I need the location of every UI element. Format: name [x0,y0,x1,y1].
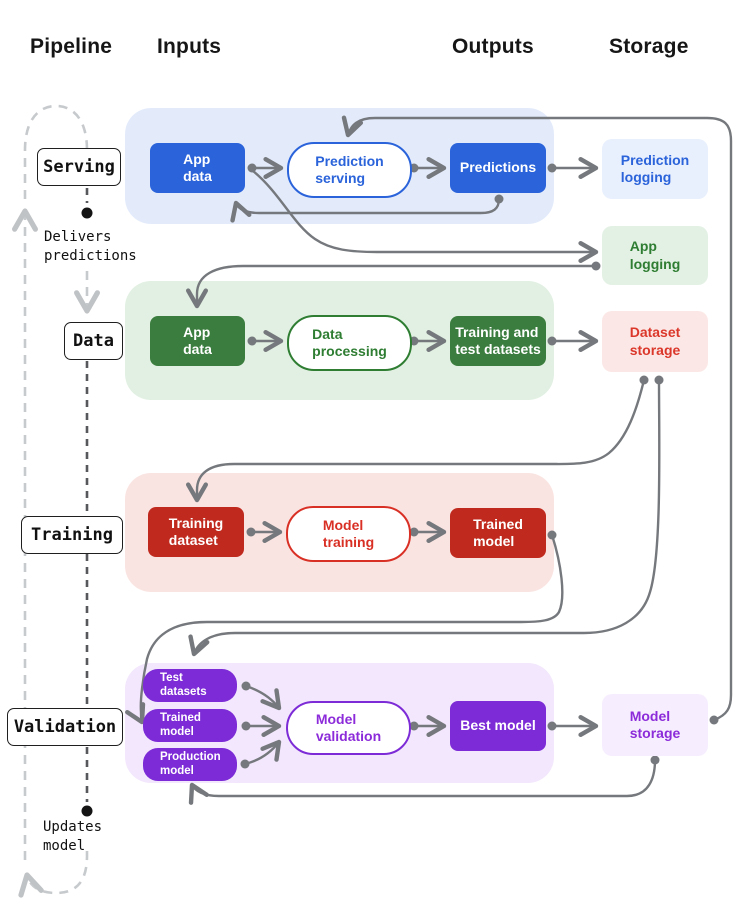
edge-productionmodel-to-modelvalidation [244,739,282,766]
node-prediction-serving: Prediction serving [287,142,412,198]
delivers-predictions-dot [81,207,93,219]
pipeline-loop-top-arc [23,104,89,199]
node-trained-model-validation: Trained model [143,709,237,742]
edge-trainedmodel-to-validation-trainedmodel [125,534,564,725]
stage-label-training: Training [21,516,123,554]
node-predictions: Predictions [450,143,546,193]
node-dataset-storage: Dataset storage [602,311,708,372]
annotation-delivers-predictions: Delivers predictions [44,229,137,264]
column-header-inputs: Inputs [157,35,222,58]
edge-datasetstorage-to-trainingdataset [186,379,646,503]
node-app-data-data-row: App data [150,316,245,366]
node-app-logging: App logging [602,226,708,285]
node-data-processing: Data processing [287,315,412,371]
node-training-test-datasets: Training and test datasets [450,316,546,366]
column-header-pipeline: Pipeline [30,35,113,58]
node-model-validation: Model validation [286,701,411,755]
edge-datasetstorage-to-testdatasets [188,379,661,657]
stage-label-serving: Serving [37,148,121,186]
column-header-outputs: Outputs [452,35,534,58]
node-training-dataset: Training dataset [148,507,244,557]
node-prediction-logging: Prediction logging [602,139,708,199]
node-model-training: Model training [286,506,411,562]
node-best-model: Best model [450,701,546,751]
edge-testdatasets-to-modelvalidation [245,684,282,711]
stage-label-data: Data [64,322,123,360]
node-trained-model: Trained model [450,508,546,558]
pipeline-loop-bottom-arc [18,851,89,898]
edge-appdata-to-applogging [252,170,599,263]
node-production-model-validation: Production model [143,748,237,781]
edge-applogging-to-appdata-datarow [186,264,596,309]
edge-predictions-to-appdata [230,198,501,223]
column-header-storage: Storage [609,35,689,58]
annotation-updates-model: Updates model [43,819,103,854]
node-test-datasets-validation: Test datasets [143,669,237,702]
pipeline-loop-dashed [11,104,100,898]
node-model-storage: Model storage [602,694,708,756]
stage-label-validation: Validation [7,708,123,746]
flow-arrows [125,115,733,805]
updates-model-dot [81,805,93,817]
edge-modelstorage-to-productionmodel [188,759,657,805]
node-app-data-serving: App data [150,143,245,193]
edge-modelstorage-to-predictionserving [341,115,733,722]
